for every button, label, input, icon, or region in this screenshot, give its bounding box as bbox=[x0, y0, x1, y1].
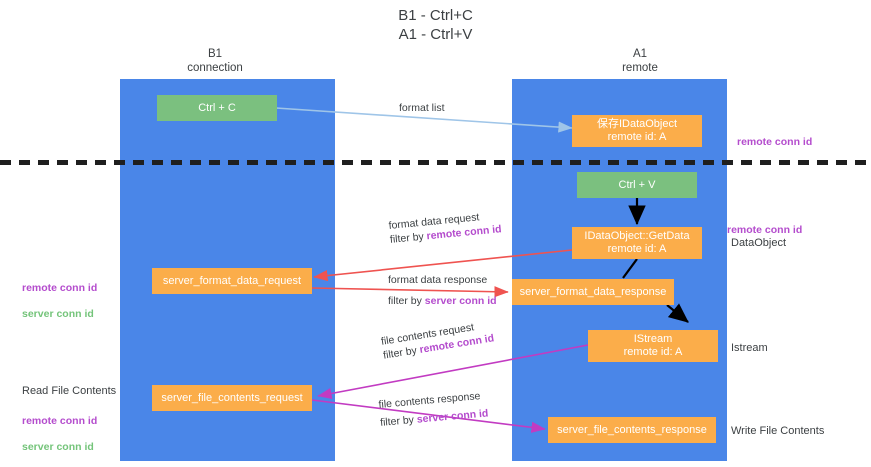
edge-label-file-contents-response: file contents response filter by server … bbox=[378, 389, 489, 430]
node-ctrl-v[interactable]: Ctrl + V bbox=[577, 172, 697, 198]
node-ctrl-c[interactable]: Ctrl + C bbox=[157, 95, 277, 121]
edge-label-format-list-line1: format list bbox=[399, 102, 445, 114]
note-dataobject: DataObject bbox=[731, 237, 787, 249]
edge-label-format-data-request: format data request filter by remote con… bbox=[388, 208, 502, 247]
node-idataobject-getdata[interactable]: IDataObject::GetData remote id: A bbox=[572, 227, 702, 259]
edge-label-format-data-response-line1: format data response bbox=[388, 274, 488, 286]
note-remote-conn-id-top: remote conn id bbox=[737, 136, 813, 148]
note-conn-ids-middle: remote conn id server conn id bbox=[22, 269, 97, 334]
note-read-file-contents: Read File Contents bbox=[22, 385, 117, 397]
node-server-file-contents-request[interactable]: server_file_contents_request bbox=[152, 385, 312, 411]
node-istream[interactable]: IStream remote id: A bbox=[588, 330, 718, 362]
node-server-format-data-response[interactable]: server_format_data_response bbox=[512, 279, 674, 305]
edge-label-format-data-response: format data response filter by server co… bbox=[388, 273, 497, 308]
edge-label-file-contents-request: file contents request filter by remote c… bbox=[380, 317, 495, 362]
section-divider bbox=[0, 160, 871, 165]
note-conn-ids-bottom: remote conn id server conn id bbox=[22, 402, 97, 467]
note-remote-conn-id-left-2: remote conn id bbox=[22, 415, 98, 427]
edge-label-format-list: format list bbox=[399, 101, 445, 115]
note-server-conn-id-left-2: server conn id bbox=[22, 441, 94, 453]
note-remote-conn-id-left: remote conn id bbox=[22, 282, 98, 294]
node-server-file-contents-response[interactable]: server_file_contents_response bbox=[548, 417, 716, 443]
column-header-b1: B1 connection bbox=[187, 48, 243, 74]
column-header-a1: A1 remote bbox=[622, 48, 658, 74]
filter-value-server-conn-id: server conn id bbox=[424, 295, 497, 307]
node-save-idataobject[interactable]: 保存IDataObject remote id: A bbox=[572, 115, 702, 147]
note-istream: Istream bbox=[731, 342, 768, 354]
note-server-conn-id-left: server conn id bbox=[22, 308, 94, 320]
edge-label-format-data-response-line2: filter by server conn id bbox=[388, 295, 497, 307]
node-server-format-data-request[interactable]: server_format_data_request bbox=[152, 268, 312, 294]
page-title: B1 - Ctrl+C A1 - Ctrl+V bbox=[398, 7, 473, 43]
note-remote-conn-id-middle: remote conn id bbox=[727, 224, 803, 236]
filter-value-server-conn-id-2: server conn id bbox=[416, 407, 489, 426]
note-write-file-contents: Write File Contents bbox=[731, 425, 825, 437]
